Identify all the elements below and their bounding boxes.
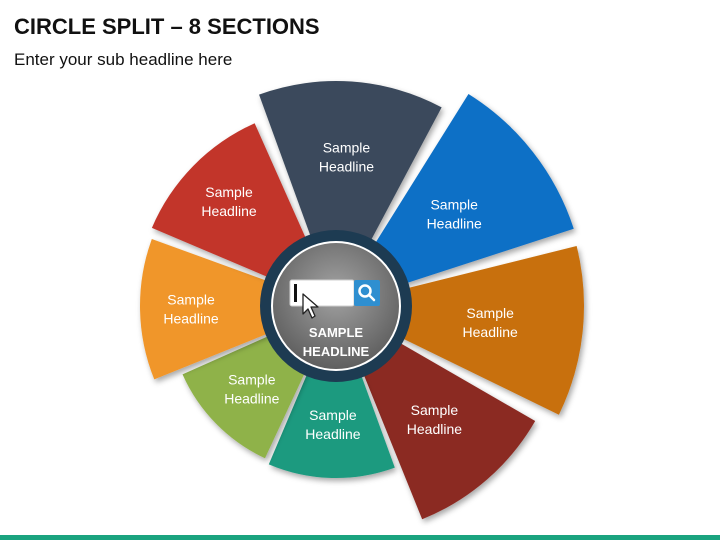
bottom-accent-bar <box>0 535 720 540</box>
segment-4 <box>360 339 536 520</box>
labels-group: SampleHeadlineSampleHeadlineSampleHeadli… <box>163 139 518 442</box>
segments-group <box>139 80 584 520</box>
segment-7-label-line1: Sample <box>167 292 215 308</box>
segment-2-label-line1: Sample <box>430 197 478 213</box>
segment-3 <box>395 246 584 415</box>
segment-1 <box>259 80 442 248</box>
segment-3-label-line2: Headline <box>463 324 518 340</box>
text-cursor-icon <box>294 284 297 302</box>
segment-1-label-line2: Headline <box>319 158 374 174</box>
mouse-pointer-icon <box>302 293 319 319</box>
segment-5-label-line2: Headline <box>305 426 360 442</box>
segment-3-label-line1: Sample <box>466 305 514 321</box>
segment-7 <box>139 238 275 380</box>
segment-4-label-line2: Headline <box>407 421 462 437</box>
page-title: CIRCLE SPLIT – 8 SECTIONS <box>14 14 320 39</box>
center-label-line1: SAMPLE <box>309 325 364 340</box>
segment-7-label-line2: Headline <box>163 311 218 327</box>
segment-6-label-line2: Headline <box>224 391 279 407</box>
segment-8 <box>151 123 310 281</box>
page-subtitle: Enter your sub headline here <box>14 50 233 69</box>
segment-2 <box>370 93 574 286</box>
segment-2-label-line2: Headline <box>427 216 482 232</box>
segment-1-label-line1: Sample <box>323 139 371 155</box>
search-icon <box>358 284 376 302</box>
segment-6 <box>182 332 309 459</box>
segment-4-label-line1: Sample <box>411 402 459 418</box>
segment-5 <box>268 366 395 478</box>
segment-8-label-line1: Sample <box>205 184 253 200</box>
center-label-line2: HEADLINE <box>303 344 370 359</box>
segment-5-label-line1: Sample <box>309 407 357 423</box>
segment-6-label-line1: Sample <box>228 372 276 388</box>
segment-8-label-line2: Headline <box>201 203 256 219</box>
